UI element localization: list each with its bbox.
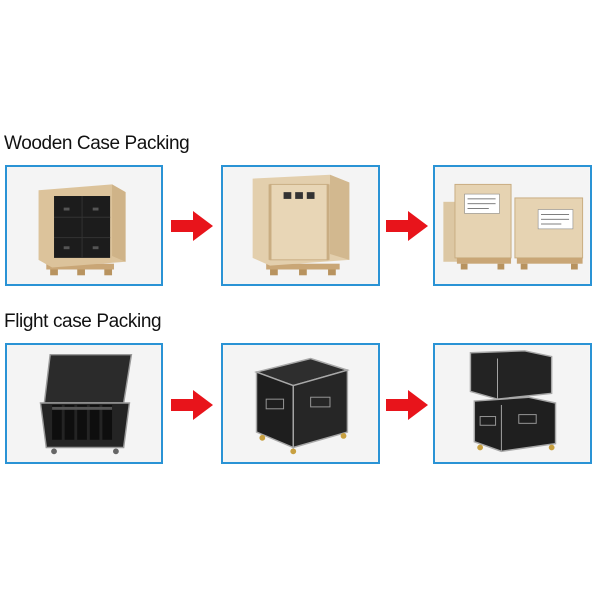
wooden-case-photo-1 <box>5 165 163 286</box>
arrow-right-icon <box>386 211 428 241</box>
section-title-wooden-case: Wooden Case Packing <box>4 133 190 154</box>
wooden-case-photo-3 <box>433 165 592 286</box>
flight-case-photo-1 <box>5 343 163 464</box>
section-title-flight-case: Flight case Packing <box>4 311 162 332</box>
flight-case-photo-3 <box>433 343 592 464</box>
arrow-right-icon <box>171 211 213 241</box>
wooden-case-photo-2 <box>221 165 380 286</box>
arrow-right-icon <box>171 390 213 420</box>
arrow-right-icon <box>386 390 428 420</box>
flight-case-photo-2 <box>221 343 380 464</box>
